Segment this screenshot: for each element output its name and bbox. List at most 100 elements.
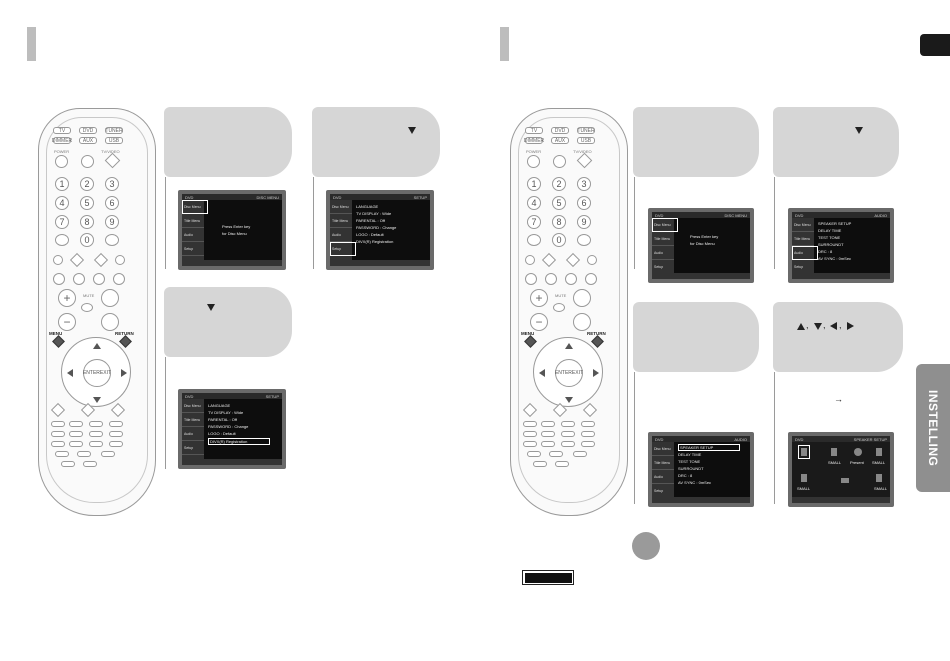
mute-label: MUTE <box>83 293 95 298</box>
mute-button[interactable] <box>81 303 93 312</box>
arrow-down-icon <box>814 323 822 330</box>
tuning-up-button[interactable] <box>573 289 591 307</box>
cancel-button[interactable] <box>105 234 119 246</box>
remote-control-right: TV DVD TUNER DIMMER AUX USB POWER TV/VID… <box>510 108 628 516</box>
volume-down-button[interactable]: − <box>530 313 548 331</box>
r-step2-callout <box>773 107 899 177</box>
black-label-box <box>522 570 574 585</box>
step1-callout <box>164 107 292 177</box>
skip-forward-button[interactable] <box>115 255 125 265</box>
tuning-down-button[interactable] <box>101 313 119 331</box>
number-1[interactable]: 1 <box>527 177 541 191</box>
cancel-button[interactable] <box>577 234 591 246</box>
dvd-button[interactable]: DVD <box>551 127 569 134</box>
step2-callout <box>312 107 440 177</box>
mute-label: MUTE <box>555 293 567 298</box>
dimmer-button[interactable]: DIMMER <box>51 137 73 144</box>
menu-label: MENU <box>521 331 535 336</box>
tuning-down-button[interactable] <box>573 313 591 331</box>
number-1[interactable]: 1 <box>55 177 69 191</box>
tuner-button[interactable]: TUNER <box>577 127 595 134</box>
number-3[interactable]: 3 <box>577 177 591 191</box>
aux-button[interactable]: AUX <box>551 137 569 144</box>
number-5[interactable]: 5 <box>80 196 94 210</box>
eject-button[interactable] <box>81 155 94 168</box>
side-tab-label: INSTELLING <box>926 389 940 467</box>
number-4[interactable]: 4 <box>527 196 541 210</box>
number-5[interactable]: 5 <box>552 196 566 210</box>
rewind-button[interactable] <box>525 273 537 285</box>
eject-button[interactable] <box>553 155 566 168</box>
aux-button[interactable]: AUX <box>79 137 97 144</box>
skip-back-button[interactable] <box>53 255 63 265</box>
tuning-up-button[interactable] <box>101 289 119 307</box>
number-0[interactable]: 0 <box>552 233 566 247</box>
number-8[interactable]: 8 <box>80 215 94 229</box>
arrow-down-icon <box>408 127 416 134</box>
tv-button[interactable]: TV <box>525 127 543 134</box>
tuner-button[interactable]: TUNER <box>105 127 123 134</box>
remain-button[interactable] <box>55 234 69 246</box>
number-2[interactable]: 2 <box>80 177 94 191</box>
usb-button[interactable]: USB <box>577 137 595 144</box>
menu-label: MENU <box>49 331 63 336</box>
power-button[interactable] <box>527 155 540 168</box>
play-pause-button[interactable] <box>565 273 577 285</box>
dimmer-button[interactable]: DIMMER <box>523 137 545 144</box>
number-8[interactable]: 8 <box>552 215 566 229</box>
mute-button[interactable] <box>553 303 565 312</box>
r-step4-callout <box>773 302 903 372</box>
skip-back-button[interactable] <box>525 255 535 265</box>
language-tab <box>920 34 950 56</box>
number-9[interactable]: 9 <box>577 215 591 229</box>
stop-button[interactable] <box>545 273 557 285</box>
arrow-down-icon <box>855 127 863 134</box>
number-0[interactable]: 0 <box>80 233 94 247</box>
number-2[interactable]: 2 <box>552 177 566 191</box>
number-7[interactable]: 7 <box>55 215 69 229</box>
arrow-left-icon <box>830 322 837 330</box>
number-7[interactable]: 7 <box>527 215 541 229</box>
step3-callout <box>164 287 292 357</box>
number-6[interactable]: 6 <box>105 196 119 210</box>
return-label: RETURN <box>587 331 606 336</box>
r-step3-callout <box>633 302 759 372</box>
tvvideo-label: TV/VIDEO <box>101 149 120 154</box>
skip-forward-button[interactable] <box>587 255 597 265</box>
power-label: POWER <box>526 149 542 154</box>
volume-up-button[interactable]: + <box>530 289 548 307</box>
rewind-button[interactable] <box>53 273 65 285</box>
dvd-button[interactable]: DVD <box>79 127 97 134</box>
stop-button[interactable] <box>73 273 85 285</box>
arrow-right-icon: → <box>834 394 843 404</box>
play-pause-button[interactable] <box>93 273 105 285</box>
tvvideo-label: TV/VIDEO <box>573 149 592 154</box>
tv-button[interactable]: TV <box>53 127 71 134</box>
return-label: RETURN <box>115 331 134 336</box>
arrow-down-icon <box>207 304 215 311</box>
power-button[interactable] <box>55 155 68 168</box>
forward-button[interactable] <box>113 273 125 285</box>
note-circle-icon <box>632 532 660 560</box>
number-6[interactable]: 6 <box>577 196 591 210</box>
usb-button[interactable]: USB <box>105 137 123 144</box>
number-4[interactable]: 4 <box>55 196 69 210</box>
volume-up-button[interactable]: + <box>58 289 76 307</box>
number-3[interactable]: 3 <box>105 177 119 191</box>
number-9[interactable]: 9 <box>105 215 119 229</box>
volume-down-button[interactable]: − <box>58 313 76 331</box>
section-title-bar-left <box>27 27 36 61</box>
side-tab-instelling: INSTELLING <box>916 364 950 492</box>
remain-button[interactable] <box>527 234 541 246</box>
forward-button[interactable] <box>585 273 597 285</box>
